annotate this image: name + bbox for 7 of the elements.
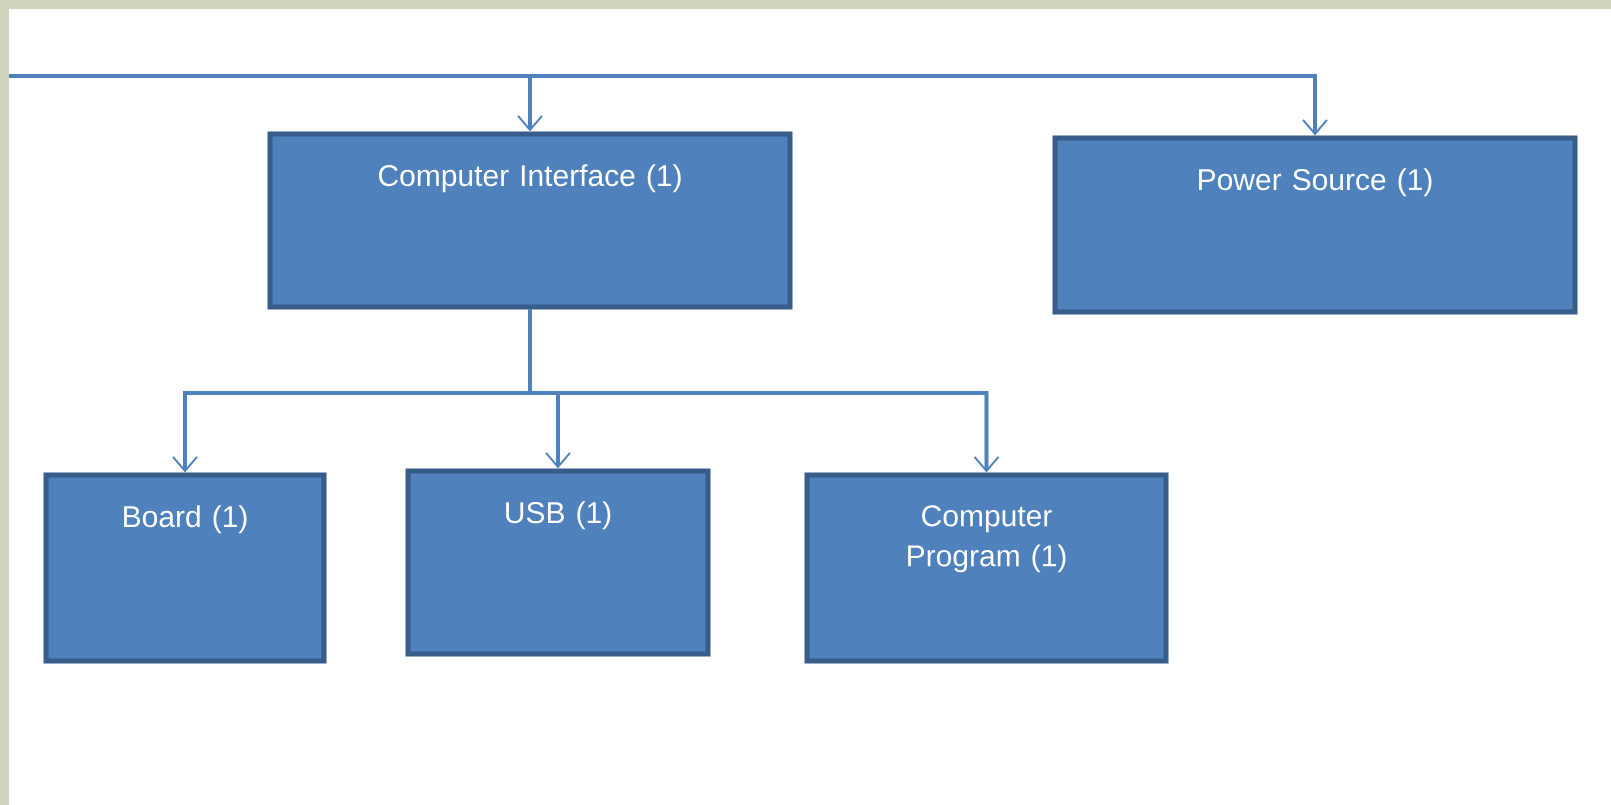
arrow: [528, 309, 1000, 473]
process-box: Board (1): [43, 472, 327, 664]
process-box: Computer Interface (1): [267, 131, 793, 310]
process-box: Power Source (1): [1052, 135, 1578, 315]
process-box: USB (1): [405, 468, 711, 657]
arrow: [9, 74, 1328, 136]
process-box: Computer Program (1): [804, 472, 1169, 664]
